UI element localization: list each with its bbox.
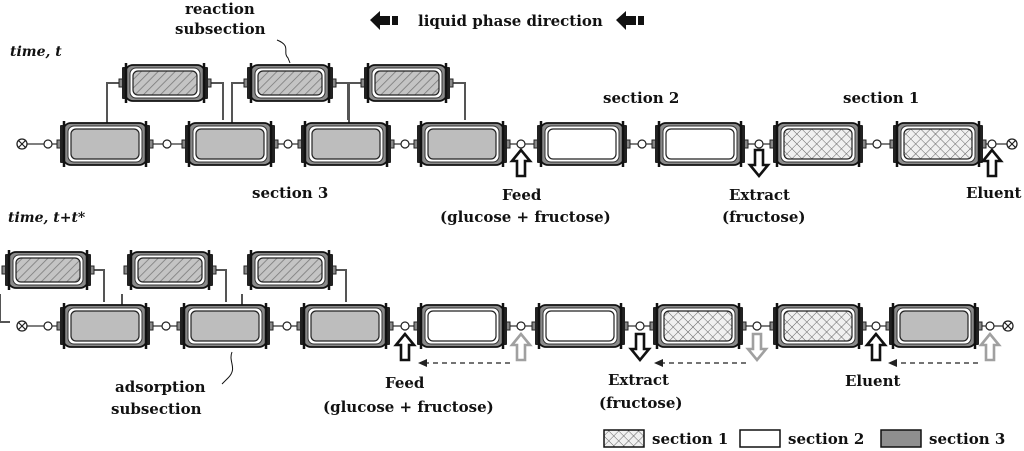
reaction-label-line1: reaction bbox=[185, 0, 255, 18]
top-connector-node bbox=[637, 139, 647, 149]
top-connector-node bbox=[43, 139, 53, 149]
top-section3-label: section 3 bbox=[252, 184, 328, 202]
bottom-connector-node bbox=[985, 321, 995, 331]
top-connector-node bbox=[872, 139, 882, 149]
bottom-outlet-valve-icon bbox=[1002, 320, 1014, 332]
top-connector-node bbox=[987, 139, 997, 149]
legend-swatch-section3 bbox=[880, 429, 922, 448]
top-extract-label: Extract bbox=[729, 186, 790, 204]
bottom-previous-extract-arrow-icon bbox=[745, 332, 769, 363]
bottom-inlet-valve-icon bbox=[16, 320, 28, 332]
ports-layer bbox=[16, 138, 1018, 367]
bottom-column-5 bbox=[531, 303, 629, 349]
feed-shift-arrow-icon bbox=[418, 359, 510, 367]
top-reactor-outlet-line bbox=[334, 82, 349, 120]
top-section2-label: section 2 bbox=[603, 89, 679, 107]
top-feed-label: Feed bbox=[502, 186, 542, 204]
bottom-feed-sub-label: (glucose + fructose) bbox=[323, 398, 494, 416]
top-section1-label: section 1 bbox=[843, 89, 919, 107]
top-column-8 bbox=[889, 121, 987, 167]
bottom-previous-feed-arrow-icon bbox=[509, 331, 533, 362]
bottom-connector-node bbox=[400, 321, 410, 331]
top-connector-node bbox=[400, 139, 410, 149]
bottom-column-3 bbox=[296, 303, 394, 349]
top-column-7 bbox=[769, 121, 867, 167]
bottom-column-4 bbox=[413, 303, 511, 349]
reaction-label-line2: subsection bbox=[175, 20, 266, 38]
bottom-reactor-inlet-line bbox=[0, 294, 10, 323]
bottom-column-2 bbox=[176, 303, 274, 349]
adsorption-pointer bbox=[221, 351, 234, 385]
top-reactor-3 bbox=[360, 63, 454, 103]
bottom-column-7 bbox=[769, 303, 867, 349]
bottom-reactor-3 bbox=[243, 250, 337, 290]
bottom-eluent-label: Eluent bbox=[845, 372, 900, 390]
top-eluent-port-arrow-icon bbox=[980, 147, 1004, 178]
top-connector-node bbox=[162, 139, 172, 149]
legend-label-section1: section 1 bbox=[652, 430, 728, 448]
bottom-column-6 bbox=[649, 303, 747, 349]
top-extract-port-arrow-icon bbox=[747, 148, 771, 179]
bottom-connector-node bbox=[516, 321, 526, 331]
top-extract-sub-label: (fructose) bbox=[722, 208, 806, 226]
top-eluent-label: Eluent bbox=[966, 184, 1021, 202]
bottom-reactor-1 bbox=[1, 250, 95, 290]
bottom-reactor-2 bbox=[123, 250, 217, 290]
legend-label-section3: section 3 bbox=[929, 430, 1005, 448]
top-reactor-2 bbox=[243, 63, 337, 103]
bottom-feed-label: Feed bbox=[385, 374, 425, 392]
legend-label-section2: section 2 bbox=[788, 430, 864, 448]
eluent-shift-arrow-icon bbox=[888, 359, 978, 367]
top-reactor-1 bbox=[118, 63, 212, 103]
bottom-previous-eluent-arrow-icon bbox=[978, 331, 1002, 362]
top-reactor-outlet-line bbox=[209, 82, 224, 120]
top-inlet-valve-icon bbox=[16, 138, 28, 150]
top-column-2 bbox=[181, 121, 279, 167]
bottom-connector-node bbox=[871, 321, 881, 331]
top-connector-node bbox=[754, 139, 764, 149]
bottom-eluent-port-arrow-icon bbox=[864, 331, 888, 362]
top-column-5 bbox=[533, 121, 631, 167]
extract-shift-arrow-icon bbox=[654, 359, 746, 367]
top-column-6 bbox=[651, 121, 749, 167]
legend-swatch-section2 bbox=[739, 429, 781, 448]
direction-label: liquid phase direction bbox=[418, 12, 603, 30]
direction-header: liquid phase direction bbox=[370, 11, 644, 30]
left-arrow-icon bbox=[616, 11, 644, 30]
bottom-reactor-outlet-line bbox=[334, 269, 347, 302]
bottom-extract-sub-label: (fructose) bbox=[599, 394, 683, 412]
bottom-connector-node bbox=[282, 321, 292, 331]
adsorption-label-line2: subsection bbox=[111, 400, 202, 418]
bottom-feed-port-arrow-icon bbox=[393, 331, 417, 362]
bottom-extract-port-arrow-icon bbox=[628, 332, 652, 363]
bottom-connector-node bbox=[161, 321, 171, 331]
bottom-column-8 bbox=[885, 303, 983, 349]
bottom-reactor-outlet-line bbox=[92, 269, 105, 302]
top-column-1 bbox=[56, 121, 154, 167]
bottom-reactor-outlet-line bbox=[214, 269, 227, 302]
left-arrow-icon bbox=[370, 11, 398, 30]
top-column-3 bbox=[297, 121, 395, 167]
bottom-connector-node bbox=[43, 321, 53, 331]
bottom-time-label: time, t+t* bbox=[8, 210, 86, 226]
legend: section 1 section 2 section 3 bbox=[603, 429, 1005, 448]
reaction-pointer bbox=[276, 39, 291, 64]
bottom-connector-node bbox=[752, 321, 762, 331]
top-feed-sub-label: (glucose + fructose) bbox=[440, 208, 611, 226]
top-time-label: time, t bbox=[10, 44, 62, 60]
top-connector-node bbox=[283, 139, 293, 149]
bottom-extract-label: Extract bbox=[608, 371, 669, 389]
bottom-connector-node bbox=[635, 321, 645, 331]
bottom-column-1 bbox=[56, 303, 154, 349]
columns-layer bbox=[1, 63, 987, 349]
top-column-4 bbox=[413, 121, 511, 167]
top-feed-port-arrow-icon bbox=[509, 147, 533, 178]
adsorption-label-line1: adsorption bbox=[115, 378, 206, 396]
top-outlet-valve-icon bbox=[1006, 138, 1018, 150]
legend-swatch-section1 bbox=[603, 429, 645, 448]
top-reactor-outlet-line bbox=[451, 82, 466, 120]
top-connector-node bbox=[516, 139, 526, 149]
